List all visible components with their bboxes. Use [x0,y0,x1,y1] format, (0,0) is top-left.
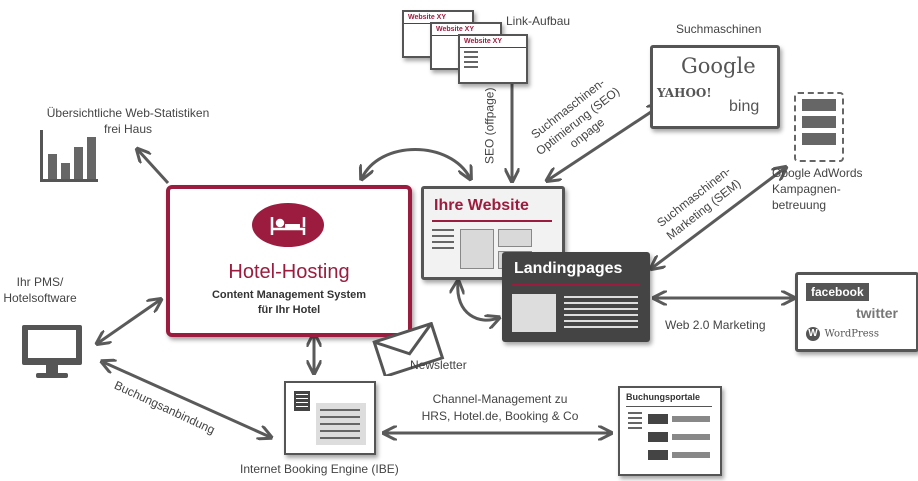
adwords-icon [794,92,844,162]
search-engines-label: Suchmaschinen [676,22,762,36]
twitter-logo: twitter [856,305,898,321]
wordpress-icon: W [806,326,820,341]
yahoo-logo: YAHOO! [657,86,712,100]
social-box: facebook twitter W WordPress [795,272,918,352]
hotel-hosting-title: Hotel-Hosting [228,261,350,283]
portale-box[interactable]: Buchungsportale [618,386,722,476]
arrow-website-search [548,106,660,180]
portale-title: Buchungsportale [626,392,701,402]
envelope-icon [368,321,448,381]
channel-label: Channel-Management zu HRS, Hotel.de, Boo… [421,392,579,423]
ibe-label: Internet Booking Engine (IBE) [240,462,399,476]
facebook-logo: facebook [806,283,869,301]
arrow-pms-ibe [103,362,270,437]
seo-offpage-label: SEO (offpage) [482,87,497,165]
ibe-box[interactable] [284,381,376,455]
arrow-website-landing [458,282,498,320]
stats-label: Übersichtliche Web-Statistiken frei Haus [46,106,210,137]
search-engines-box: Google YAHOO! bing [650,45,780,129]
pms-label: Ihr PMS/ Hotelsoftware [3,275,77,306]
adwords-label: Google AdWords Kampagnen- betreuung [772,166,863,213]
web20-label: Web 2.0 Marketing [665,318,766,332]
hotel-hosting-subtitle-2: für Ihr Hotel [257,304,321,316]
hotel-hosting-subtitle-1: Content Management System [211,289,367,301]
bing-logo: bing [729,98,760,115]
arrow-hosting-stats [138,150,170,185]
wordpress-logo: W WordPress [806,325,879,343]
website-title: Ihre Website [434,197,529,214]
arrow-landing-adwords [652,168,785,268]
newsletter-label: Newsletter [410,358,467,372]
link-aufbau-label: Link-Aufbau [506,14,571,28]
website-card: Website XY [458,34,528,84]
landingpages-box[interactable]: Landingpages [502,252,650,342]
website-box[interactable]: Ihre Website [421,186,565,280]
hotel-hosting-box[interactable]: Hotel-Hosting Content Management System … [166,185,412,337]
arrow-hosting-website [362,148,470,179]
link-aufbau-cards: Website XY Website XY Website XY [402,10,528,84]
arrow-hosting-pms [98,300,160,343]
bar-chart-icon [40,130,100,182]
landingpages-title: Landingpages [514,260,623,277]
bed-icon [252,203,324,247]
google-logo: Google [681,54,756,78]
monitor-icon [22,325,82,381]
